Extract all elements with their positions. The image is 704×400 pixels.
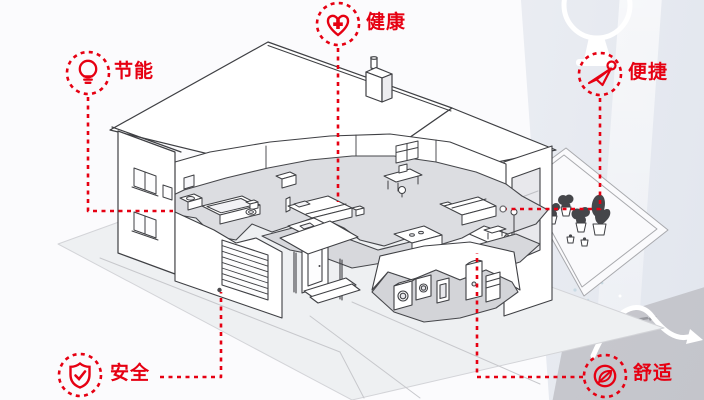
- garage: [174, 211, 283, 319]
- boiler-unit: [485, 271, 501, 303]
- leaf-icon: [582, 353, 628, 399]
- shield-check-icon: [57, 352, 103, 398]
- control-panel: [436, 277, 450, 304]
- callout-comfort: [575, 346, 635, 400]
- paper-plane-icon: [577, 51, 623, 97]
- desk: [383, 140, 423, 198]
- door-sensor: [217, 287, 222, 293]
- toilet: [245, 199, 259, 216]
- connector-convenience: [506, 98, 602, 211]
- callout-safety: [50, 345, 110, 400]
- connector-safety: [160, 292, 223, 379]
- label-energy-saving: 节能: [114, 61, 155, 82]
- entrance-porch: [279, 220, 361, 304]
- left-facade: [111, 126, 182, 275]
- water-heater: [465, 259, 483, 301]
- facade-windows: [131, 167, 173, 241]
- sofa-bed: [439, 196, 497, 226]
- callout-energy-saving: [58, 43, 118, 103]
- wall-device-dot: [499, 205, 507, 213]
- garage-door: [221, 239, 269, 301]
- callout-convenience: [570, 44, 630, 104]
- basement: [371, 241, 521, 323]
- connector-comfort: [475, 253, 583, 379]
- label-health: 健康: [366, 12, 407, 33]
- label-comfort: 舒适: [633, 363, 674, 384]
- callout-health: [308, 0, 368, 54]
- washing-machine: [393, 277, 418, 311]
- lightbulb-icon: [65, 50, 111, 96]
- monitor: [398, 163, 408, 174]
- porch-roof: [279, 220, 359, 255]
- dryer: [415, 274, 432, 301]
- connector-energy-saving: [86, 97, 173, 213]
- label-safety: 安全: [110, 363, 151, 384]
- porch-columns: [293, 251, 343, 301]
- second-floor-slab: [149, 155, 549, 247]
- mirror: [183, 174, 195, 190]
- dresser: [275, 171, 297, 189]
- bathroom-sink: [179, 174, 203, 211]
- bed: [285, 195, 365, 228]
- office-chair: [398, 186, 406, 194]
- porch-steps: [303, 277, 361, 304]
- label-convenience: 便捷: [628, 62, 669, 83]
- callout-connectors: [86, 48, 602, 379]
- heart-plus-icon: [315, 1, 361, 47]
- chimney: [365, 56, 393, 103]
